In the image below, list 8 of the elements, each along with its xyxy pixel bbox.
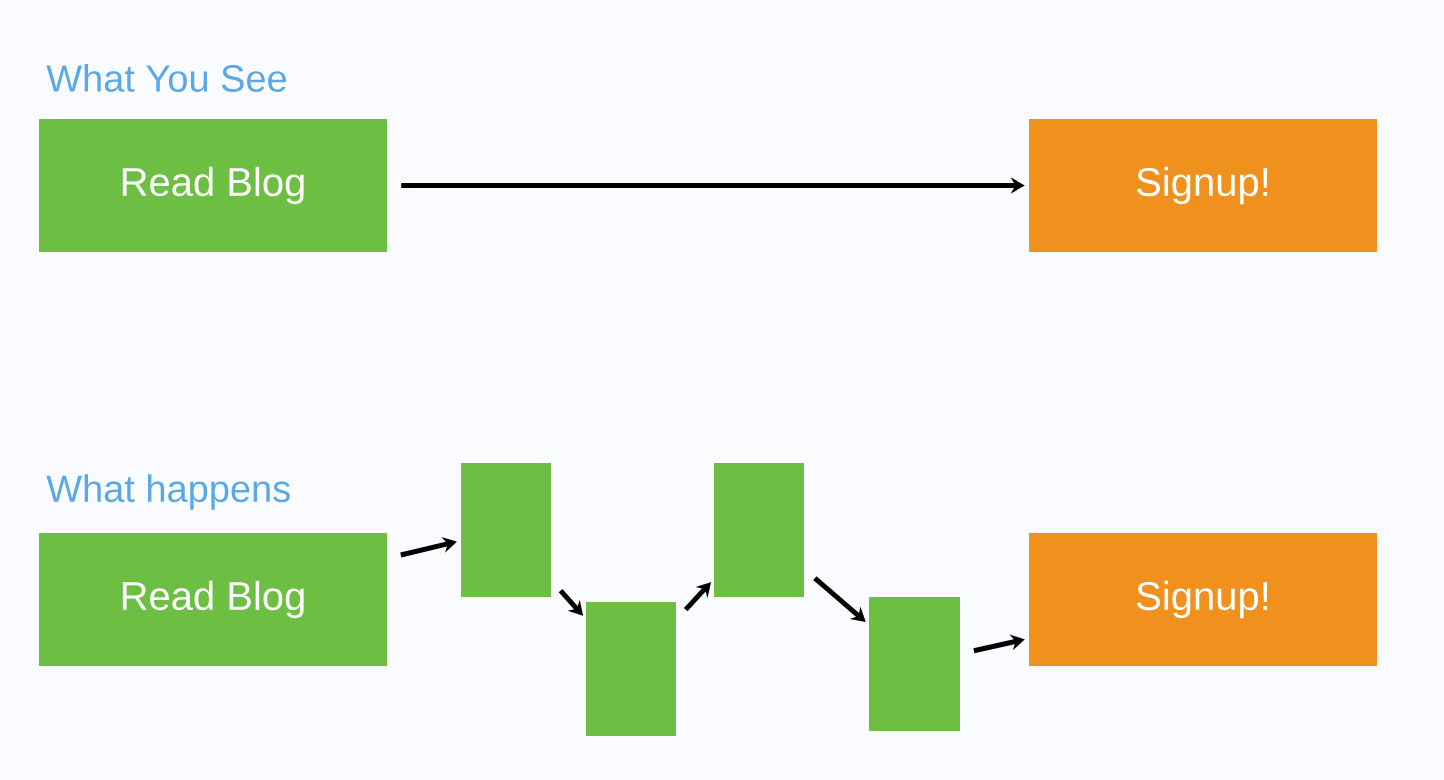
step-box	[869, 597, 960, 731]
process-box: Read Blog	[39, 119, 387, 252]
process-box: Signup!	[1029, 533, 1377, 666]
process-box: Read Blog	[39, 533, 387, 666]
step-box	[714, 463, 804, 597]
process-box: Signup!	[1029, 119, 1377, 252]
step-box	[586, 602, 676, 736]
step-box	[461, 463, 551, 597]
